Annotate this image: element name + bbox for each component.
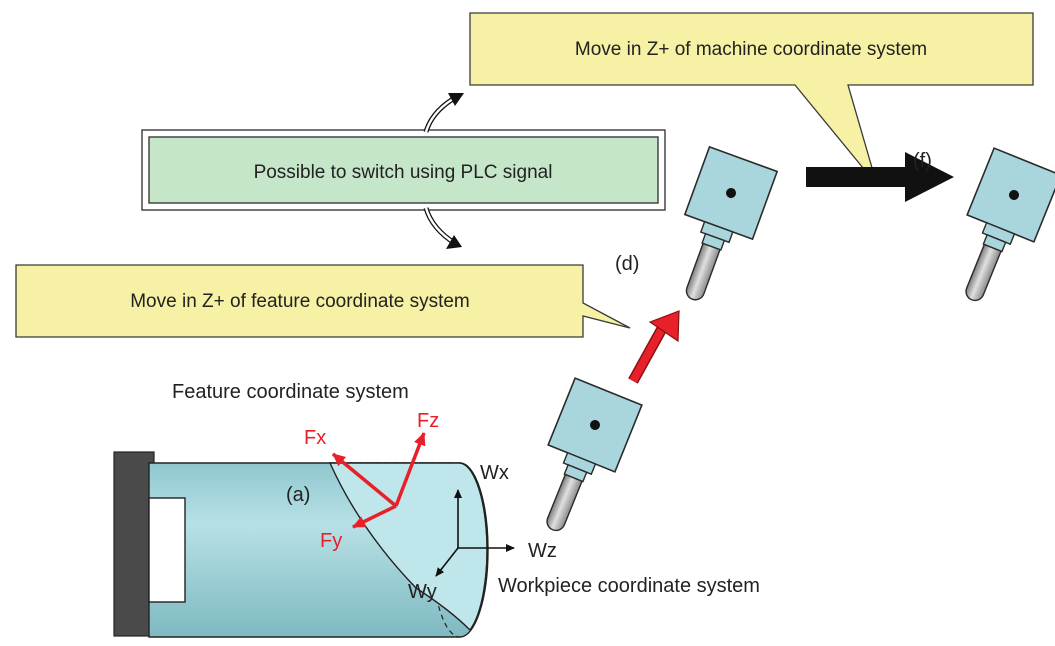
label-feature-cs: Feature coordinate system xyxy=(172,381,409,403)
tool-upper-left xyxy=(657,146,778,313)
axis-fz: Fz xyxy=(417,410,439,432)
label-d: (d) xyxy=(615,253,639,275)
workpiece-axes xyxy=(435,489,515,577)
label-a: (a) xyxy=(286,484,310,506)
callout-machine-text: Move in Z+ of machine coordinate system xyxy=(575,39,927,60)
machine-move-arrow xyxy=(806,152,954,202)
switch-box: Possible to switch using PLC signal xyxy=(141,129,666,211)
workpiece-cylinder xyxy=(148,462,489,638)
label-workpiece-cs: Workpiece coordinate system xyxy=(498,575,760,597)
callout-feature-text: Move in Z+ of feature coordinate system xyxy=(130,291,470,312)
switch-arrow-up xyxy=(423,93,464,133)
label-f: (f) xyxy=(913,150,932,172)
feature-axes xyxy=(331,432,426,529)
switch-text: Possible to switch using PLC signal xyxy=(254,162,553,183)
axis-wz: Wz xyxy=(528,540,557,562)
callout-machine: Move in Z+ of machine coordinate system xyxy=(469,12,1034,186)
switch-arrow-down xyxy=(423,207,462,249)
tool-lower xyxy=(518,377,643,545)
axis-wy: Wy xyxy=(408,581,437,603)
feature-move-arrow xyxy=(628,310,680,384)
axis-wx: Wx xyxy=(480,462,509,484)
tool-right xyxy=(937,147,1055,315)
callout-feature: Move in Z+ of feature coordinate system xyxy=(15,264,631,338)
axis-fy: Fy xyxy=(320,530,342,552)
axis-fx: Fx xyxy=(304,427,326,449)
